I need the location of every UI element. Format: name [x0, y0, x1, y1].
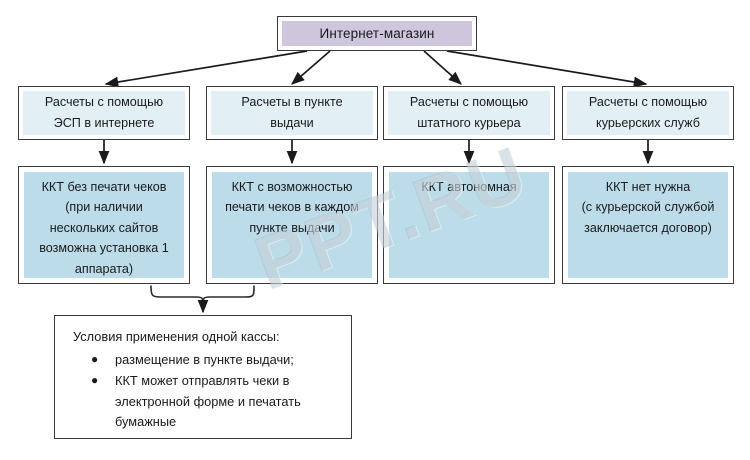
conditions-item-text: размещение в пункте выдачи;	[115, 352, 294, 368]
node-outcome-kkt-no-print-line1: ККТ без печати чеков	[41, 180, 167, 194]
node-outcome-kkt-autonomous-line1: ККТ автономная	[421, 180, 517, 194]
node-outcome-kkt-print-each-line2: печати чеков в каждом	[225, 200, 359, 215]
node-channel-esp-line2: ЭСП в интернете	[53, 116, 155, 130]
bullet-icon: ●	[91, 373, 99, 388]
node-channel-staff-courier-line1: Расчеты с помощью	[409, 95, 529, 110]
node-outcome-kkt-not-needed-line3: заключается договор)	[584, 220, 712, 235]
node-channel-courier-service[interactable]: Расчеты с помощью курьерских служб	[562, 86, 734, 140]
node-internet-shop-label: Интернет-магазин	[319, 26, 435, 41]
node-channel-pickup-body: Расчеты в пункте выдачи	[211, 91, 373, 135]
node-channel-staff-courier[interactable]: Расчеты с помощью штатного курьера	[383, 86, 555, 140]
node-outcome-kkt-no-print-line5: аппарата)	[74, 261, 134, 276]
grouping-brace	[150, 285, 255, 314]
node-outcome-kkt-no-print-body: ККТ без печати чеков (при наличии нескол…	[24, 172, 184, 278]
node-conditions[interactable]: Условия применения одной кассы: ● размещ…	[54, 315, 352, 439]
node-outcome-kkt-no-print-line3: нескольких сайтов	[49, 220, 159, 235]
node-outcome-kkt-not-needed-line1: ККТ нет нужна	[605, 180, 691, 194]
bullet-icon: ●	[91, 352, 99, 367]
node-outcome-kkt-autonomous[interactable]: ККТ автономная	[383, 166, 555, 284]
node-outcome-kkt-autonomous-body: ККТ автономная	[389, 172, 549, 278]
node-channel-courier-service-line2: курьерских служб	[596, 116, 700, 130]
node-channel-pickup-line2: выдачи	[270, 116, 314, 130]
conditions-item-text: ККТ может отправлять чеки в электронной …	[115, 373, 301, 429]
node-internet-shop[interactable]: Интернет-магазин	[277, 16, 477, 51]
node-channel-staff-courier-line2: штатного курьера	[417, 116, 521, 130]
node-channel-pickup-line1: Расчеты в пункте	[241, 95, 343, 110]
node-channel-courier-service-body: Расчеты с помощью курьерских служб	[567, 91, 729, 135]
node-outcome-kkt-no-print-line4: возможна установка 1	[39, 241, 169, 256]
node-channel-esp[interactable]: Расчеты с помощью ЭСП в интернете	[18, 86, 190, 140]
node-channel-courier-service-line1: Расчеты с помощью	[588, 95, 708, 110]
conditions-title: Условия применения одной кассы:	[73, 329, 280, 344]
conditions-list-item: ● ККТ может отправлять чеки в электронно…	[73, 371, 339, 432]
channel-to-outcome-arrows	[98, 140, 654, 165]
node-outcome-kkt-not-needed[interactable]: ККТ нет нужна (с курьерской службой закл…	[562, 166, 734, 284]
root-fanout-arrows	[104, 50, 648, 88]
node-channel-pickup[interactable]: Расчеты в пункте выдачи	[206, 86, 378, 140]
node-channel-staff-courier-body: Расчеты с помощью штатного курьера	[388, 91, 550, 135]
node-channel-esp-body: Расчеты с помощью ЭСП в интернете	[23, 91, 185, 135]
node-outcome-kkt-print-each-line3: пункте выдачи	[249, 220, 335, 235]
node-channel-esp-line1: Расчеты с помощью	[44, 95, 164, 110]
node-outcome-kkt-no-print-line2: (при наличии	[65, 200, 143, 215]
node-conditions-body: Условия применения одной кассы: ● размещ…	[55, 316, 351, 438]
node-outcome-kkt-print-each-body: ККТ с возможностью печати чеков в каждом…	[212, 172, 372, 278]
node-outcome-kkt-not-needed-line2: (с курьерской службой	[581, 200, 715, 215]
conditions-list: ● размещение в пункте выдачи; ● ККТ може…	[73, 350, 339, 433]
node-internet-shop-body: Интернет-магазин	[282, 21, 472, 46]
node-outcome-kkt-print-each[interactable]: ККТ с возможностью печати чеков в каждом…	[206, 166, 378, 284]
node-outcome-kkt-no-print[interactable]: ККТ без печати чеков (при наличии нескол…	[18, 166, 190, 284]
node-outcome-kkt-print-each-line1: ККТ с возможностью	[231, 180, 353, 194]
node-outcome-kkt-not-needed-body: ККТ нет нужна (с курьерской службой закл…	[568, 172, 728, 278]
conditions-list-item: ● размещение в пункте выдачи;	[73, 350, 339, 370]
